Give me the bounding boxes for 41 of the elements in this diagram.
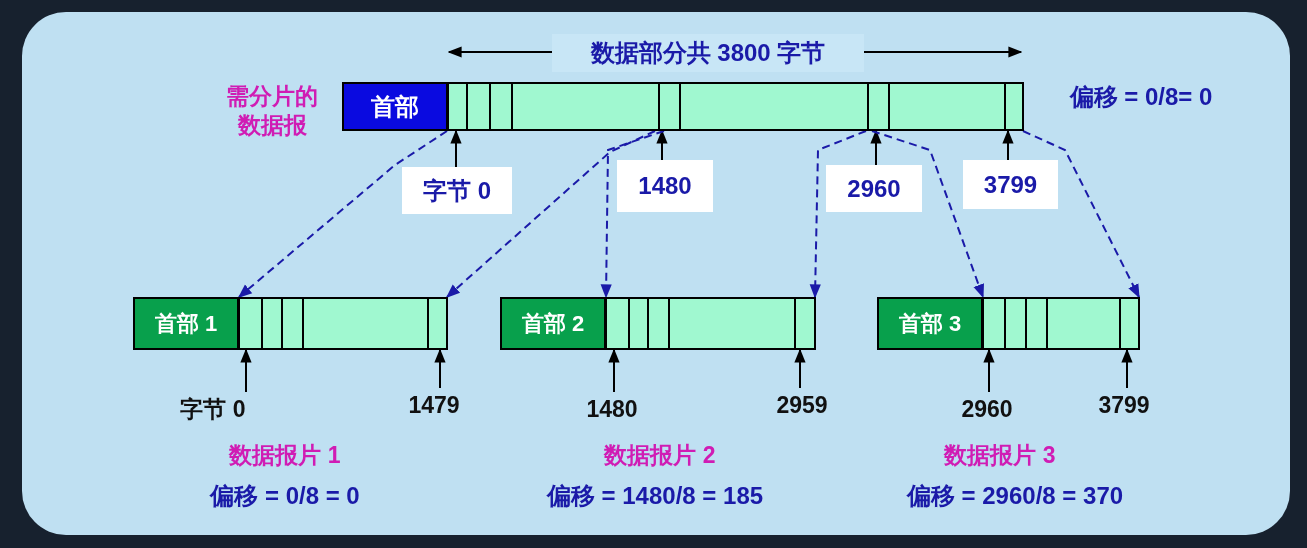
data-bar	[982, 297, 1140, 350]
data-bar	[447, 82, 1024, 131]
arrow	[608, 348, 620, 393]
byte-label: 2960	[826, 165, 922, 212]
header-box: 首部 3	[877, 297, 983, 350]
dashed-arrow	[237, 130, 448, 298]
arrow	[1002, 129, 1014, 161]
byte-label: 1479	[398, 388, 470, 422]
byte-label: 2959	[766, 388, 838, 422]
arrow	[434, 348, 446, 389]
dashed-arrow	[600, 130, 665, 299]
dashed-arrow	[1022, 130, 1140, 299]
offset-text: 偏移 = 1480/8 = 185	[545, 481, 765, 511]
offset-text: 偏移 = 0/8 = 0	[208, 481, 361, 511]
header-box: 首部 1	[133, 297, 239, 350]
offset-text: 偏移 = 2960/8 = 370	[905, 481, 1125, 511]
byte-label: 字节 0	[165, 392, 261, 426]
arrow	[1121, 348, 1133, 389]
dimension-label: 数据部分共 3800 字节	[552, 34, 864, 72]
fragment-title: 数据报片 3	[942, 440, 1057, 470]
arrow	[794, 348, 806, 389]
fragment-title: 数据报片 2	[602, 440, 717, 470]
byte-label: 3799	[1088, 388, 1160, 422]
dashed-arrow	[445, 130, 656, 298]
data-bar	[605, 297, 816, 350]
arrow	[450, 129, 462, 168]
header-box: 首部	[342, 82, 448, 131]
byte-label: 3799	[963, 160, 1058, 209]
header-box: 首部 2	[500, 297, 606, 350]
fragment-title: 数据报片 1	[227, 440, 342, 470]
dashed-arrow	[809, 130, 867, 299]
byte-label: 2960	[951, 392, 1023, 426]
byte-label: 字节 0	[402, 167, 512, 214]
arrow	[240, 348, 252, 393]
dashed-arrow	[871, 130, 984, 299]
data-bar	[238, 297, 448, 350]
byte-label: 1480	[576, 392, 648, 426]
byte-label: 1480	[617, 160, 713, 212]
arrow	[983, 348, 995, 393]
datagram-title: 需分片的数据报	[225, 82, 320, 140]
offset-text: 偏移 = 0/8= 0	[1068, 82, 1214, 112]
